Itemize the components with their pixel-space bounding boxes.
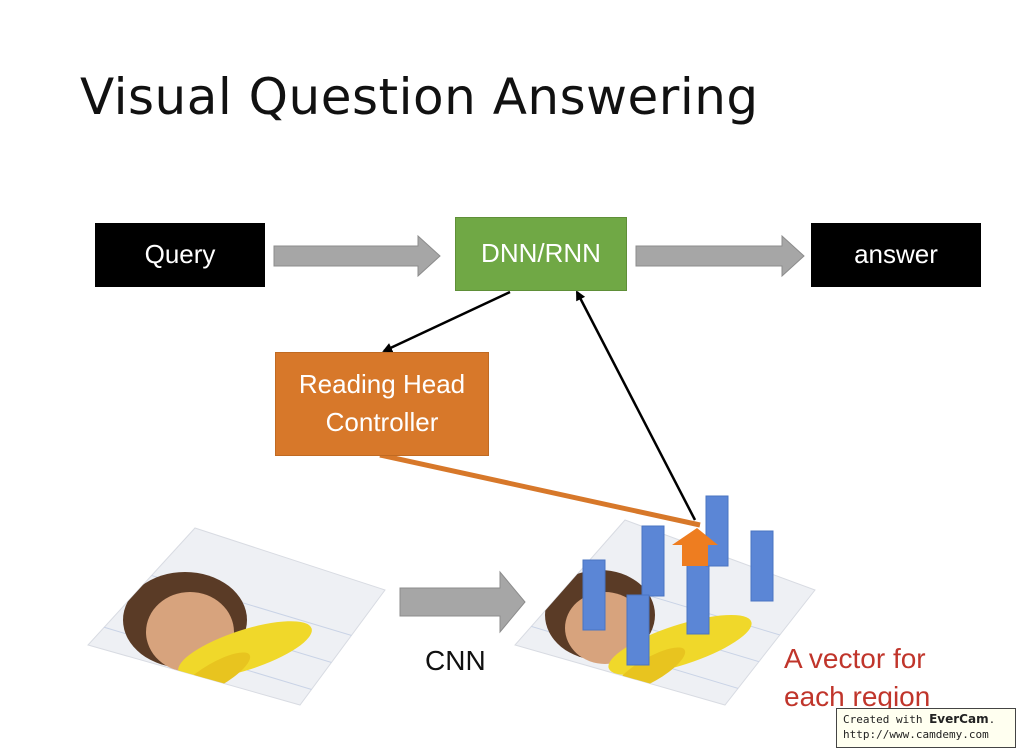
attention-arrowhead (672, 528, 718, 566)
vector-annotation-line1: A vector for (784, 643, 926, 674)
arrow-vectors-to-dnn (575, 290, 697, 521)
dnn-rnn-box: DNN/RNN (455, 217, 627, 291)
region-vector-bar (686, 563, 710, 635)
query-label: Query (144, 239, 216, 270)
feature-image (514, 519, 816, 706)
region-vector-bar (582, 559, 606, 631)
credit-url: http://www.camdemy.com (843, 728, 989, 741)
arrow-dnn-to-controller (382, 290, 511, 353)
query-box: Query (95, 223, 265, 287)
evercam-watermark: Created with EverCam. http://www.camdemy… (836, 708, 1016, 748)
controller-label-line2: Controller (325, 407, 439, 437)
vector-annotation-line2: each region (784, 681, 931, 712)
credit-prefix: Created with (843, 713, 930, 726)
arrow-dnn-to-answer (635, 234, 805, 278)
arrow-controller-attention (379, 452, 701, 528)
controller-label-line1: Reading Head (298, 369, 466, 400)
slide-title: Visual Question Answering (80, 68, 759, 126)
arrow-cnn (399, 570, 526, 634)
answer-label: answer (854, 239, 938, 270)
dnn-rnn-label: DNN/RNN (481, 238, 601, 269)
region-vector-bar (750, 530, 774, 602)
input-image (87, 527, 386, 706)
reading-head-controller-box: Reading Head Controller (275, 352, 489, 456)
answer-box: answer (811, 223, 981, 287)
credit-brand: EverCam (929, 712, 989, 726)
region-vector-bar (705, 495, 729, 567)
region-vector-bar (641, 525, 665, 597)
region-vector-bar (626, 594, 650, 666)
credit-suffix: . (988, 713, 996, 726)
arrow-query-to-dnn (273, 234, 441, 278)
cnn-label: CNN (425, 645, 486, 676)
